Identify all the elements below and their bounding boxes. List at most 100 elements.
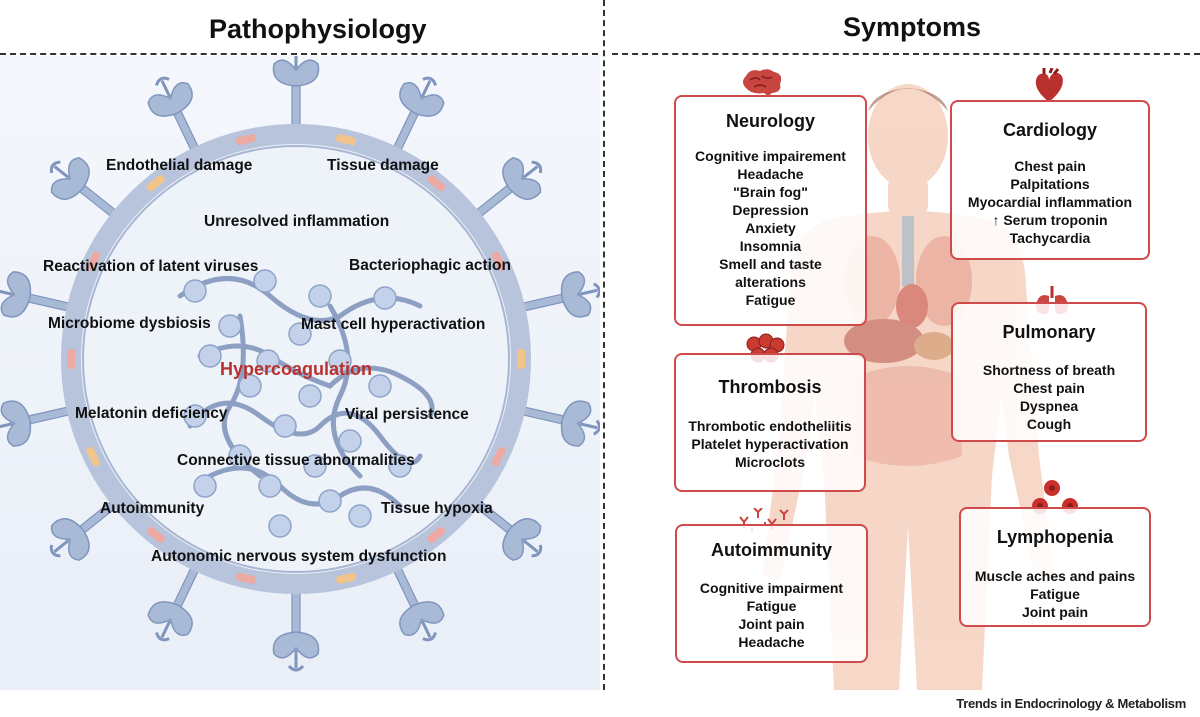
virus-spike bbox=[147, 76, 203, 159]
cardiology-title: Cardiology bbox=[1002, 120, 1097, 140]
virus-spike bbox=[49, 495, 124, 561]
virus-illustration bbox=[0, 56, 600, 690]
virus-spike bbox=[147, 559, 203, 642]
patho-unresolved-inflammation: Unresolved inflammation bbox=[204, 213, 390, 230]
membrane-protein bbox=[235, 134, 256, 146]
hair-shape bbox=[868, 88, 948, 111]
lymphopenia-item: Joint pain bbox=[1021, 604, 1089, 620]
rna-node bbox=[256, 349, 280, 373]
rna-node bbox=[218, 314, 242, 338]
virus-spike bbox=[389, 559, 445, 642]
rna-node bbox=[298, 384, 322, 408]
cardiology-item: Chest pain bbox=[1014, 158, 1086, 174]
pulmonary-item: Chest pain bbox=[1013, 380, 1085, 396]
neurology-item: Insomnia bbox=[739, 238, 802, 254]
virus-spike bbox=[468, 495, 543, 561]
rna-node bbox=[318, 489, 342, 513]
patho-hypercoagulation: Hypercoagulation bbox=[220, 359, 373, 379]
patho-viral-persistence: Viral persistence bbox=[345, 406, 469, 423]
neurology-item: "Brain fog" bbox=[733, 184, 808, 200]
patho-melatonin-deficiency: Melatonin deficiency bbox=[75, 405, 228, 422]
membrane-protein bbox=[427, 526, 446, 544]
virus-spike bbox=[49, 157, 124, 223]
rna-node bbox=[338, 429, 362, 453]
pulmonary-title: Pulmonary bbox=[1002, 322, 1096, 342]
membrane-protein bbox=[86, 251, 101, 272]
divider-vertical bbox=[603, 0, 605, 690]
lymphopenia-title: Lymphopenia bbox=[996, 527, 1114, 547]
up-arrow-icon: ↑ bbox=[992, 212, 1004, 228]
neurology-item: alterations bbox=[735, 274, 806, 290]
membrane-protein bbox=[67, 349, 75, 369]
autoimmunity-item: Joint pain bbox=[738, 616, 805, 632]
head-shape bbox=[868, 84, 948, 188]
cardiology-item: Tachycardia bbox=[1009, 230, 1091, 246]
rna-node bbox=[258, 474, 282, 498]
rna-node bbox=[288, 322, 312, 346]
heading-pathophysiology: Pathophysiology bbox=[209, 14, 427, 44]
pulmonary-item: Cough bbox=[1026, 416, 1072, 432]
rna-strand bbox=[327, 303, 363, 479]
divider-top-left bbox=[0, 53, 598, 55]
virus-spike bbox=[0, 271, 79, 318]
neurology-item: Depression bbox=[732, 202, 809, 218]
thrombosis-item: Microclots bbox=[734, 454, 805, 470]
rna-strand bbox=[207, 465, 403, 509]
autoimmunity-title: Autoimmunity bbox=[711, 540, 832, 560]
autoimmunity-item: Fatigue bbox=[746, 598, 797, 614]
virus-membrane-inner bbox=[82, 145, 510, 573]
thrombosis-item: Thrombotic endotheliitis bbox=[688, 418, 852, 434]
rna-node bbox=[238, 374, 262, 398]
lymphopenia-item: Fatigue bbox=[1030, 586, 1080, 602]
neurology-item: Anxiety bbox=[745, 220, 796, 236]
membrane-protein bbox=[86, 446, 101, 467]
autoimmunity-item: Headache bbox=[738, 634, 805, 650]
patho-tissue-damage: Tissue damage bbox=[327, 157, 439, 174]
neurology-item: Headache bbox=[737, 166, 804, 182]
cardiology-item: Myocardial inflammation bbox=[967, 194, 1133, 210]
divider-top-right bbox=[612, 53, 1200, 55]
rna-node bbox=[268, 514, 292, 538]
patho-microbiome-dysbiosis: Microbiome dysbiosis bbox=[48, 315, 211, 332]
rna-node bbox=[193, 474, 217, 498]
rna-node bbox=[308, 284, 332, 308]
virus-spike bbox=[0, 400, 79, 447]
patho-autoimmunity: Autoimmunity bbox=[100, 500, 205, 517]
thrombosis-item: Platelet hyperactivation bbox=[691, 436, 849, 452]
patho-bacteriophagic-action: Bacteriophagic action bbox=[349, 257, 511, 274]
membrane-protein bbox=[336, 134, 357, 146]
rna-node bbox=[373, 286, 397, 310]
patho-autonomic-dysfunction: Autonomic nervous system dysfunction bbox=[151, 548, 447, 565]
rna-node bbox=[273, 414, 297, 438]
lymphopenia-item: Muscle aches and pains bbox=[974, 568, 1136, 584]
neck-shape bbox=[888, 176, 928, 216]
patho-latent-viruses: Reactivation of latent viruses bbox=[43, 258, 259, 275]
rna-node bbox=[303, 454, 327, 478]
rna-node bbox=[183, 404, 207, 428]
cardiology-item: ↑ Serum troponin bbox=[952, 211, 1148, 229]
heading-symptoms: Symptoms bbox=[843, 12, 982, 42]
pulmonary-item: Shortness of breath bbox=[982, 362, 1116, 378]
membrane-protein bbox=[146, 526, 165, 544]
rna-node bbox=[368, 374, 392, 398]
neurology-item: Smell and taste bbox=[719, 256, 822, 272]
membrane-protein bbox=[336, 572, 357, 584]
neurology-item: Fatigue bbox=[745, 292, 796, 308]
membrane-protein bbox=[146, 174, 165, 192]
patho-tissue-hypoxia: Tissue hypoxia bbox=[381, 500, 493, 517]
patho-mast-cell: Mast cell hyperactivation bbox=[301, 316, 486, 333]
journal-credit: Trends in Endocrinology & Metabolism bbox=[956, 696, 1186, 711]
rna-strand bbox=[197, 343, 435, 419]
virus-spike bbox=[513, 271, 600, 318]
patho-endothelial-damage: Endothelial damage bbox=[106, 157, 253, 174]
virus-spike bbox=[272, 583, 320, 672]
